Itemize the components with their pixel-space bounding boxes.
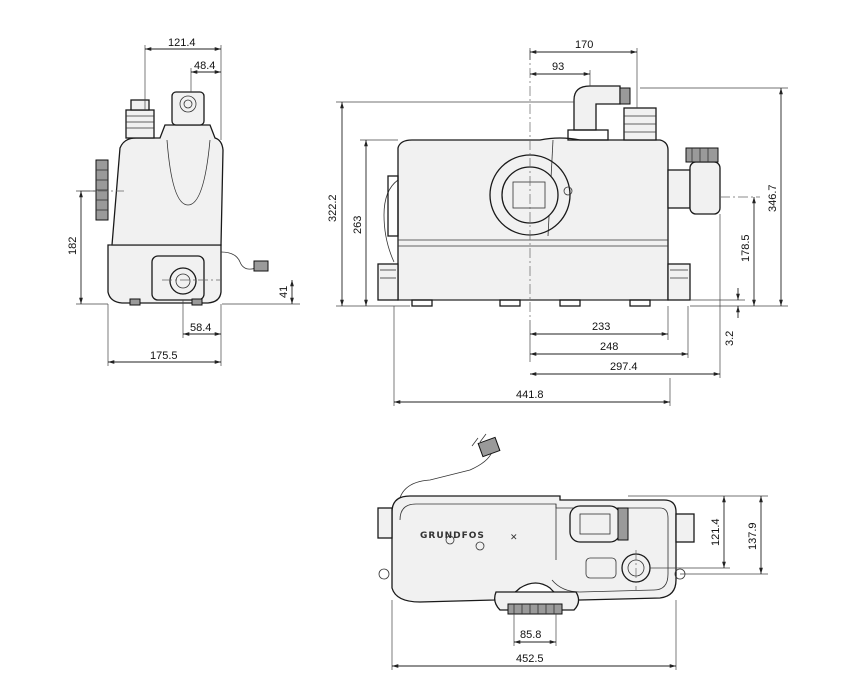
dim-263: 263 — [352, 216, 364, 234]
dim-137-9: 137.9 — [747, 522, 759, 550]
dim-85-8: 85.8 — [520, 629, 541, 641]
top-view: GRUNDFOS ✕ 121.4 137.9 — [377, 433, 768, 670]
dim-3-2: 3.2 — [724, 331, 736, 346]
dim-346-7: 346.7 — [767, 184, 779, 212]
dim-233: 233 — [592, 321, 610, 333]
dim-248: 248 — [600, 341, 618, 353]
dim-48-4: 48.4 — [194, 60, 215, 72]
dim-297-4: 297.4 — [610, 361, 638, 373]
brand-x-mark: ✕ — [510, 533, 519, 543]
dim-93: 93 — [552, 61, 564, 73]
brand-logo: GRUNDFOS — [420, 531, 485, 541]
dim-322-2: 322.2 — [327, 194, 339, 222]
dim-182: 182 — [67, 237, 79, 255]
side-view: 121.4 48.4 182 41 58.4 175.5 — [67, 37, 300, 366]
dim-41: 41 — [278, 286, 290, 298]
front-view: 170 93 322.2 263 346.7 178.5 3.2 233 248 — [327, 39, 788, 406]
dim-175-5: 175.5 — [150, 350, 178, 362]
dim-121-4-side: 121.4 — [168, 37, 196, 49]
dim-121-4-top: 121.4 — [710, 518, 722, 546]
dim-170: 170 — [575, 39, 593, 51]
dim-441-8: 441.8 — [516, 389, 544, 401]
dim-452-5: 452.5 — [516, 653, 544, 665]
dim-58-4: 58.4 — [190, 322, 211, 334]
dim-178-5: 178.5 — [740, 234, 752, 262]
